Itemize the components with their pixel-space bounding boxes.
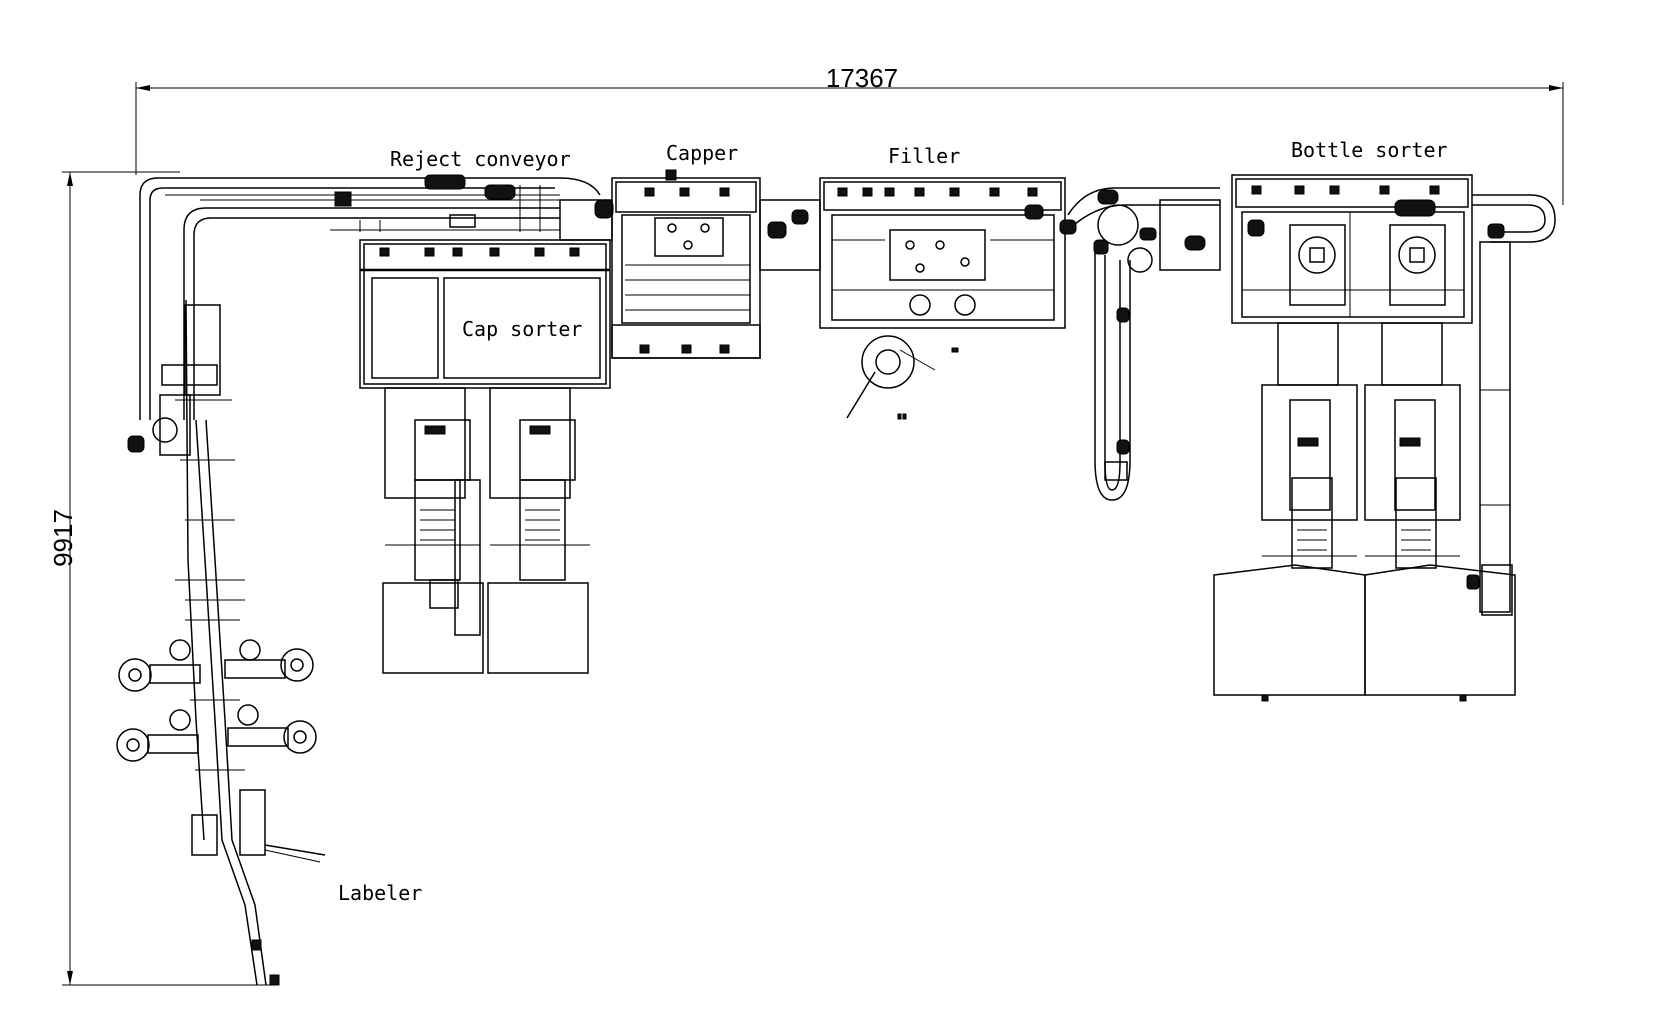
filler-label: Filler: [888, 144, 960, 168]
width-dimension-label: 17367: [826, 63, 898, 93]
reject-conveyor: Reject conveyor: [139, 147, 614, 420]
labeler-line: Labeler: [116, 299, 422, 986]
bottle-sorter-label: Bottle sorter: [1291, 138, 1448, 162]
width-dimension: 17367: [135, 63, 1564, 205]
height-dimension-label: 9917: [48, 509, 78, 567]
label-reel-icon: [116, 639, 317, 762]
capper-label: Capper: [666, 141, 738, 165]
cap-sorter-label: Cap sorter: [462, 317, 582, 341]
reject-conveyor-label: Reject conveyor: [390, 147, 571, 171]
height-dimension: 9917: [48, 171, 270, 986]
transfer-conveyor: [1059, 187, 1221, 501]
capper: Capper: [611, 141, 821, 359]
bottle-sorter: Bottle sorter: [1213, 138, 1556, 702]
cap-sorter: Cap sorter: [359, 239, 611, 674]
filler: Filler: [819, 144, 1066, 420]
labeler-label: Labeler: [338, 881, 422, 905]
